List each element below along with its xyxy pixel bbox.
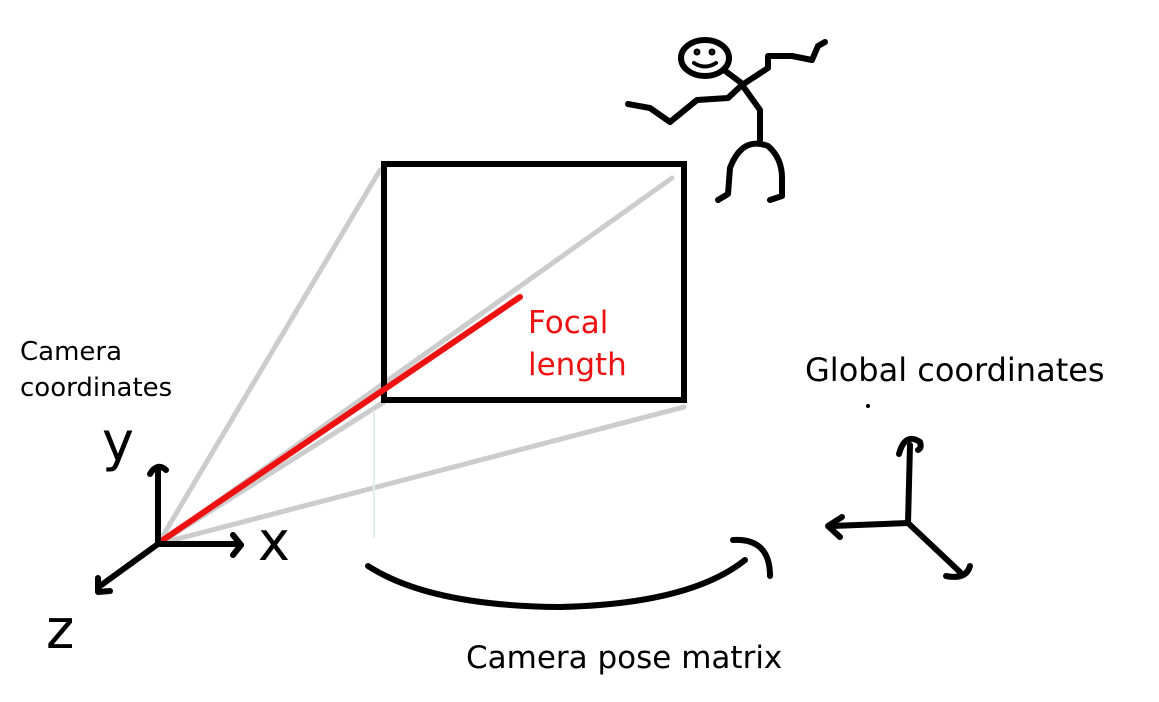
global-diagonal-axis (905, 520, 963, 575)
camera-z-arrowhead (95, 575, 113, 595)
camera-coordinates-label: Camera coordinates (20, 337, 173, 403)
global-coordinates-label: Global coordinates (805, 351, 1105, 389)
global-axes (825, 404, 973, 580)
focal-length-label: Focal length (528, 305, 627, 383)
person-figure (625, 37, 828, 203)
x-axis-label: x (258, 510, 290, 573)
person-neck (721, 67, 743, 85)
y-axis-label: y (102, 410, 134, 473)
global-tick-mark (866, 404, 870, 408)
camera-z-axis (97, 541, 161, 589)
person-body (737, 79, 763, 143)
global-vertical-axis (905, 442, 913, 526)
global-horizontal-arrowhead (825, 514, 845, 540)
person-head (678, 37, 732, 79)
pose-arc-hook (730, 536, 773, 579)
camera-axes (95, 463, 244, 595)
camera-y-arrowhead (147, 463, 169, 477)
global-horizontal-axis (829, 520, 911, 529)
person-mouth (692, 61, 718, 69)
frustum-ray-top-left (155, 167, 383, 547)
frustum-ray-bottom-right (155, 404, 687, 547)
camera-x-arrowhead (230, 532, 244, 558)
image-plane (381, 161, 687, 403)
person-arm-left (625, 82, 745, 125)
pose-arc-curve (365, 557, 748, 610)
camera-pose-matrix-label: Camera pose matrix (466, 640, 783, 676)
person-arm-right (739, 39, 828, 88)
person-eye-left (693, 48, 701, 56)
global-vertical-arrowhead (896, 436, 924, 457)
focal-length-line (157, 294, 523, 545)
global-diagonal-arrowhead (943, 563, 973, 580)
person-eye-right (708, 48, 716, 56)
camera-pose-arc (365, 536, 773, 610)
z-axis-label: z (46, 598, 75, 661)
person-legs (715, 140, 785, 203)
